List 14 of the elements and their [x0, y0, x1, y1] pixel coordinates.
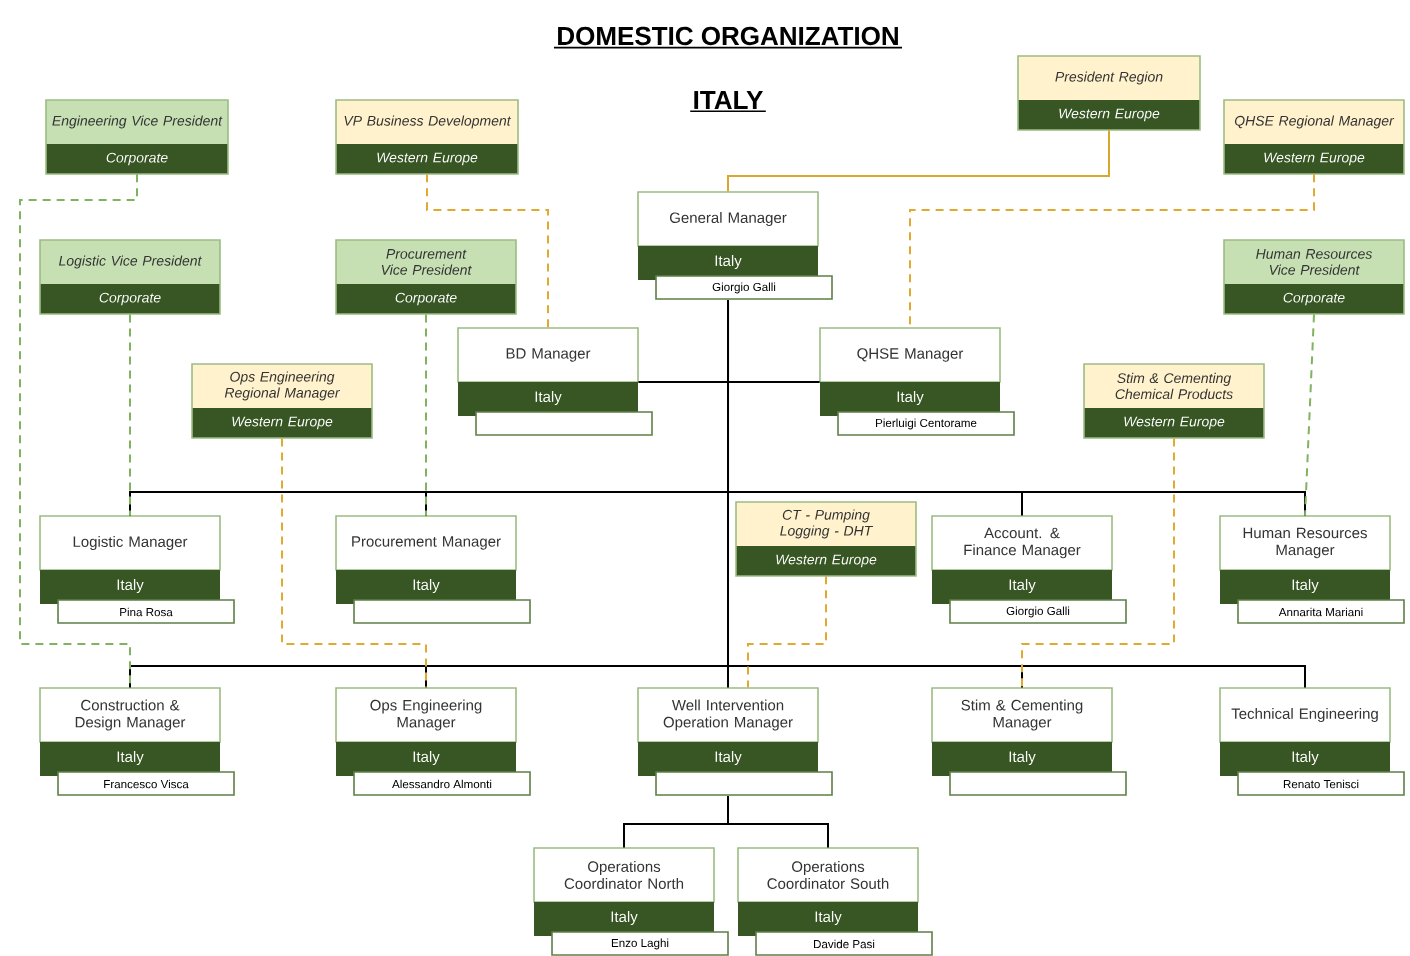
connector-line — [129, 313, 131, 517]
connector-line — [19, 173, 138, 689]
heading: ITALY — [694, 91, 763, 109]
connector-line — [727, 129, 1110, 193]
connector-line — [425, 313, 427, 517]
title: DOMESTIC ORGANIZATION — [558, 26, 898, 46]
connector-line — [727, 299, 1306, 689]
connector-line — [727, 795, 829, 849]
connector-line — [426, 173, 549, 329]
connector-line — [1304, 313, 1315, 517]
connector-line — [747, 575, 827, 689]
connector-line — [1021, 437, 1175, 689]
connector-line — [909, 173, 1315, 329]
connector-line — [281, 437, 427, 689]
